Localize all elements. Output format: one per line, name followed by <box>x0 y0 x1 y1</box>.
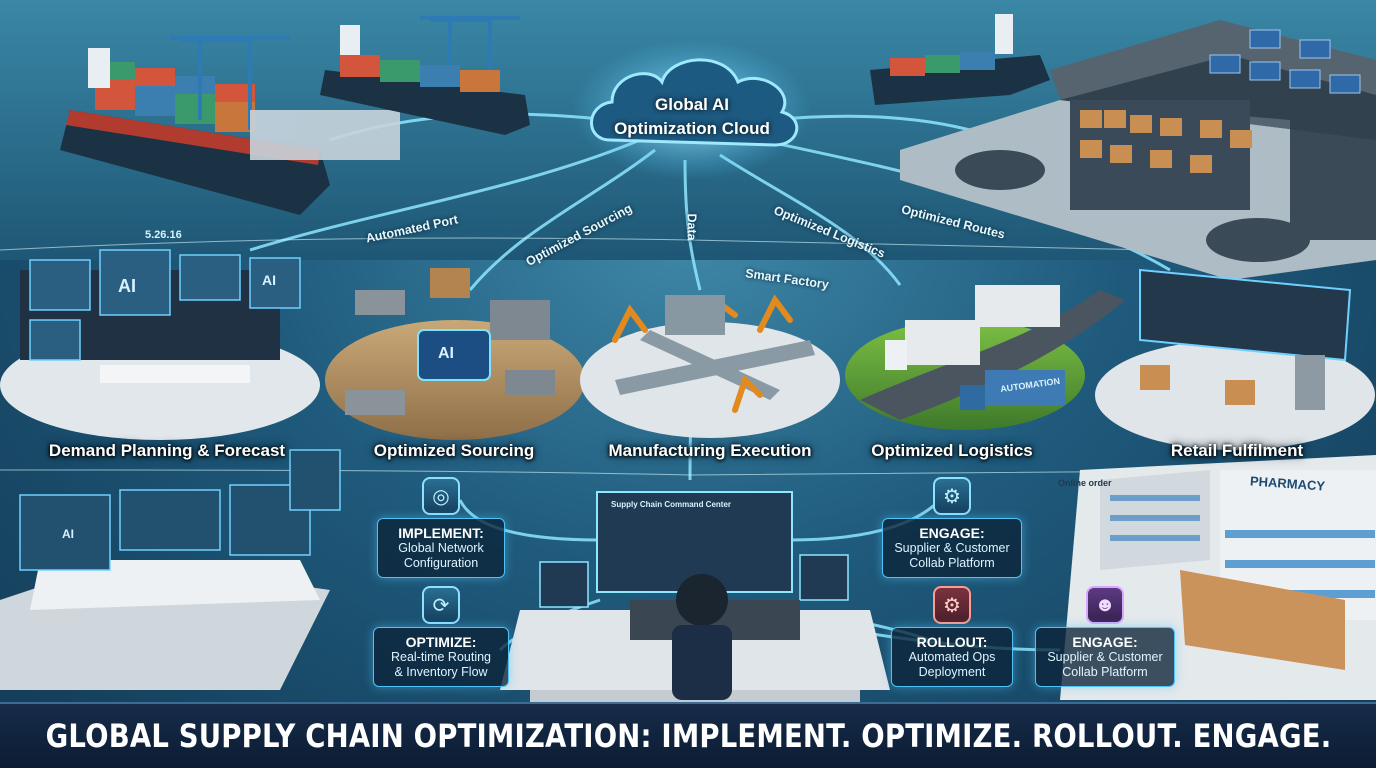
screen-ai-right: AI <box>262 272 276 288</box>
globe-icon: ◎ <box>422 477 460 515</box>
engage-bottom-title: ENGAGE: <box>1072 634 1138 650</box>
cloud-title-line1: Global AI <box>655 95 729 114</box>
rollout-card: ROLLOUT: Automated Ops Deployment <box>891 627 1013 687</box>
cargo-ship-large <box>60 48 330 215</box>
hub-sourcing-platform <box>325 268 585 440</box>
engage-top-card: ENGAGE: Supplier & Customer Collab Platf… <box>882 518 1022 578</box>
command-desk <box>500 491 890 702</box>
online-order-sign: Online order <box>1058 478 1112 488</box>
cloud-shape <box>572 40 812 180</box>
hub-manufacturing-platform <box>580 294 840 438</box>
implement-line1: Global Network <box>398 541 484 555</box>
engage-bottom-line1: Supplier & Customer <box>1047 650 1163 664</box>
optimize-line2: & Inventory Flow <box>394 665 488 679</box>
cargo-ship-right <box>870 14 1050 105</box>
hub-retail-platform <box>1095 268 1375 450</box>
hub-label-manufacturing-execution: Manufacturing Execution <box>608 441 812 460</box>
collaboration-icon: ☻ <box>1086 586 1124 624</box>
cargo-ship-mid <box>320 25 530 135</box>
engage-top-title: ENGAGE: <box>919 525 985 541</box>
implement-title: IMPLEMENT: <box>398 525 484 541</box>
optimize-card: OPTIMIZE: Real-time Routing & Inventory … <box>373 627 509 687</box>
screen-readout: 5.26.16 <box>145 229 182 241</box>
engage-bottom-line2: Collab Platform <box>1062 665 1148 679</box>
rollout-title: ROLLOUT: <box>916 634 988 650</box>
hub-logistics-platform <box>845 285 1125 430</box>
headline-banner: GLOBAL SUPPLY CHAIN OPTIMIZATION: IMPLEM… <box>0 702 1376 768</box>
gear-icon: ⚙ <box>933 586 971 624</box>
hub-label-optimized-sourcing: Optimized Sourcing <box>373 441 535 460</box>
flow-label-data: Data <box>684 213 699 241</box>
hub-label-demand-planning: Demand Planning & Forecast <box>48 441 286 460</box>
warehouse <box>900 20 1376 280</box>
screen-ai-lower: AI <box>62 527 74 541</box>
engage-top-line2: Collab Platform <box>909 556 995 570</box>
control-room <box>0 449 341 690</box>
rollout-line1: Automated Ops <box>908 650 996 664</box>
rollout-line2: Deployment <box>918 665 986 679</box>
cloud-title: Global AI Optimization Cloud <box>592 93 792 141</box>
optimize-line1: Real-time Routing <box>390 650 492 664</box>
hub-label-retail-fulfilment: Retail Fulfilment <box>1170 441 1304 460</box>
port-quay <box>250 110 400 160</box>
optimize-title: OPTIMIZE: <box>405 634 477 650</box>
network-icon: ⚙ <box>933 477 971 515</box>
routing-icon: ⟳ <box>422 586 460 624</box>
ai-chip-label: AI <box>438 345 454 362</box>
headline-text: GLOBAL SUPPLY CHAIN OPTIMIZATION: IMPLEM… <box>45 717 1331 755</box>
engage-bottom-card: ENGAGE: Supplier & Customer Collab Platf… <box>1035 627 1175 687</box>
command-center-screen-title: Supply Chain Command Center <box>611 500 732 509</box>
cloud-title-line2: Optimization Cloud <box>614 119 770 138</box>
implement-card: IMPLEMENT: Global Network Configuration <box>377 518 505 578</box>
hub-demand-platform <box>0 249 320 440</box>
hub-label-optimized-logistics: Optimized Logistics <box>871 441 1033 460</box>
engage-top-line1: Supplier & Customer <box>894 541 1010 555</box>
implement-line2: Configuration <box>403 556 479 570</box>
screen-ai-left: AI <box>118 276 136 296</box>
